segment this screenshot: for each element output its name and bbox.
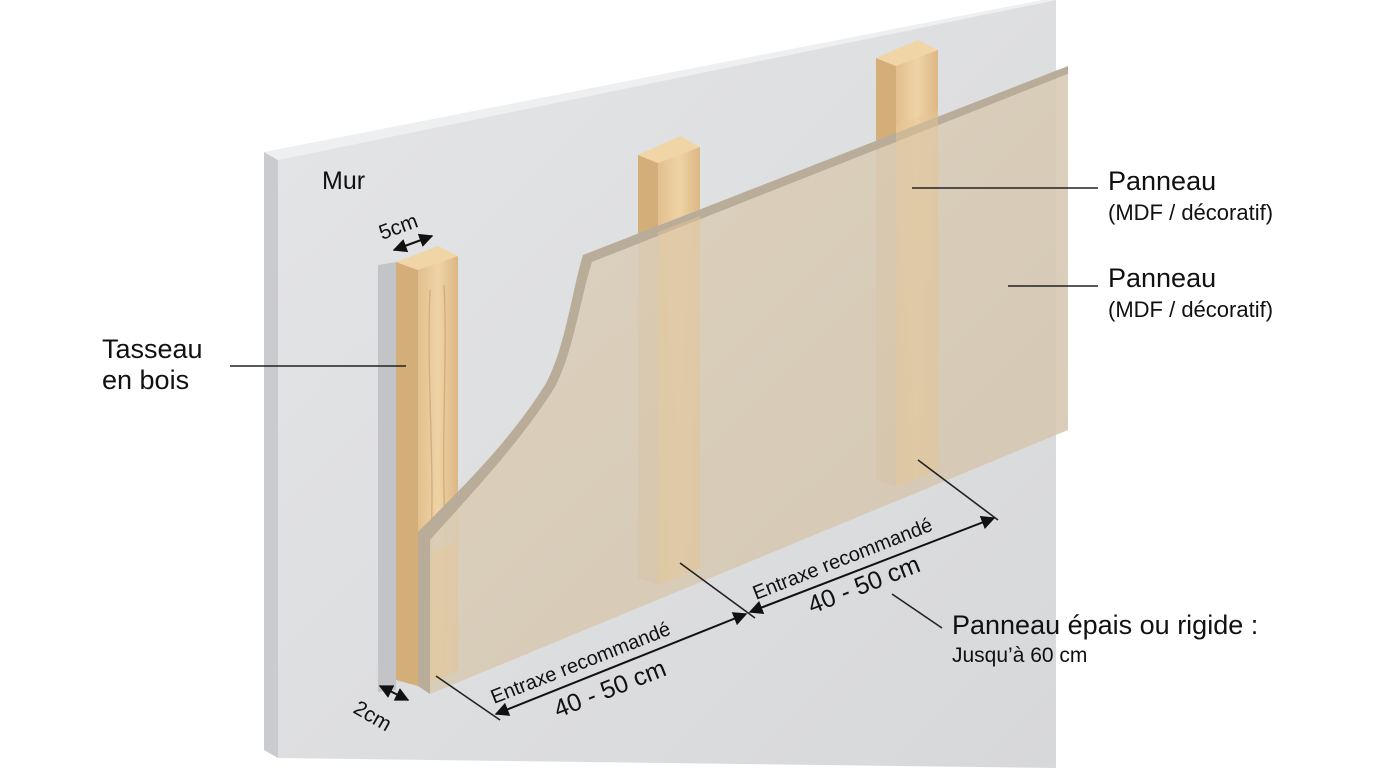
batten-1-side	[396, 262, 418, 686]
decorative-panel	[418, 66, 1068, 694]
batten-3-top	[876, 40, 938, 66]
batten-2-top	[638, 136, 700, 163]
thick-panel-subtitle: Jusqu’à 60 cm	[952, 644, 1087, 667]
batten-title-line1: Tasseau	[102, 334, 203, 364]
depth-dimension-arrow	[378, 685, 410, 701]
wall-left-edge	[264, 152, 278, 758]
batten-1-ghost	[430, 540, 458, 684]
thick-panel-title: Panneau épais ou rigide :	[952, 610, 1258, 640]
batten-1-top	[396, 246, 458, 270]
panel2-title: Panneau	[1108, 263, 1216, 293]
batten-title-line2: en bois	[102, 365, 189, 395]
panel-face	[430, 74, 1068, 694]
width-dimension-arrow	[392, 233, 434, 253]
panel1-title: Panneau	[1108, 166, 1216, 196]
batten-2-ghost	[658, 216, 700, 585]
wall-label: Mur	[322, 167, 365, 195]
batten-1-shadow	[378, 262, 396, 692]
spacing2-extension-right	[917, 459, 999, 521]
spacing2-dimension-arrow	[748, 515, 996, 615]
spacing1-dimension-arrow	[494, 612, 748, 716]
wall-top-edge	[264, 0, 1056, 160]
spacing1-extension-left	[435, 675, 501, 721]
spacing1-extension-right	[679, 562, 756, 619]
batten-3-ghost	[896, 110, 938, 487]
panel-thickness-edge	[418, 66, 1068, 694]
panel2-subtitle: (MDF / décoratif)	[1108, 297, 1273, 322]
panel1-subtitle: (MDF / décoratif)	[1108, 200, 1273, 225]
